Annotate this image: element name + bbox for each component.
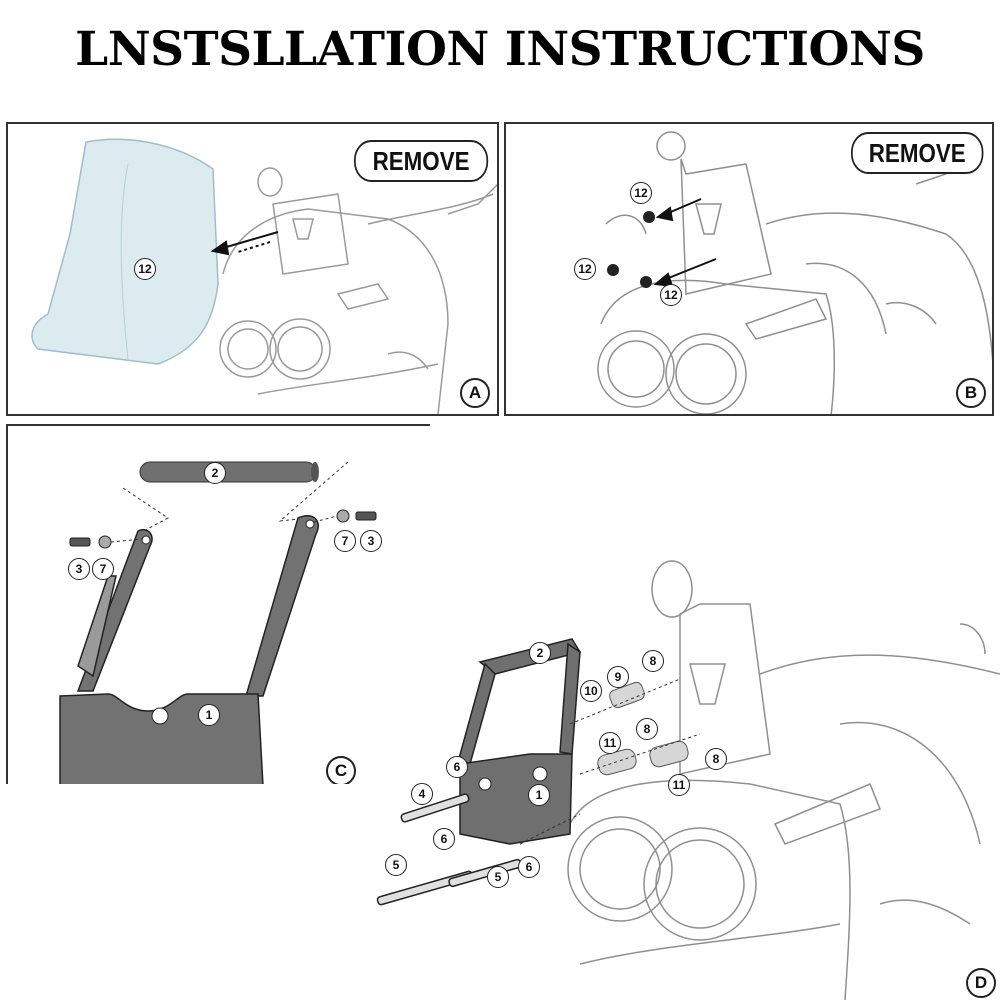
panel-letter-d: D [966,968,996,998]
panel-letter-b: B [956,378,986,408]
callout-11: 11 [668,774,690,796]
callout-6: 6 [446,756,468,778]
panel-a: REMOVE 12 A [6,122,499,416]
bracket [457,638,582,845]
callout-5: 5 [385,854,407,876]
windshield [31,138,219,365]
callout-12: 12 [630,182,652,204]
bolts [376,793,522,906]
callout-6: 6 [518,856,540,878]
panel-b-drawing [597,131,992,414]
panel-letter-c: C [326,756,356,784]
callout-2: 2 [204,462,226,484]
remove-arrows [210,231,279,256]
callout-1: 1 [198,704,220,726]
panel-d-drawing [376,560,1000,1000]
panel-b: REMOVE 12 12 12 B [504,122,994,416]
callout-7: 7 [334,530,356,552]
callout-7: 7 [92,558,114,580]
callout-10: 10 [580,680,602,702]
callout-11: 11 [599,732,621,754]
callout-5: 5 [487,866,509,888]
callout-3: 3 [360,530,382,552]
panel-c: 2 3 7 7 3 1 C [6,424,430,784]
callout-8: 8 [705,748,727,770]
panel-d: 2 8 9 10 8 11 8 6 11 1 4 6 5 5 6 D [280,424,1000,1000]
callout-12: 12 [660,284,682,306]
callout-9: 9 [607,666,629,688]
callout-6: 6 [433,828,455,850]
callout-12: 12 [574,258,596,280]
callout-8: 8 [636,718,658,740]
headlight-outline [567,560,1000,1000]
remove-badge: REMOVE [851,132,984,174]
callout-2: 2 [529,642,551,664]
headlight-outline [219,167,497,414]
screws [69,509,377,549]
callout-8: 8 [642,650,664,672]
remove-arrows [653,198,717,288]
headlight-outline [597,131,992,414]
callout-12: 12 [134,258,156,280]
callout-1: 1 [528,784,550,806]
page-title: LNSTSLLATION INSTRUCTIONS [75,22,925,77]
callout-3: 3 [68,558,90,580]
remove-badge: REMOVE [354,140,489,182]
callout-4: 4 [411,783,433,805]
panel-a-drawing [31,138,497,414]
panel-letter-a: A [460,378,490,408]
